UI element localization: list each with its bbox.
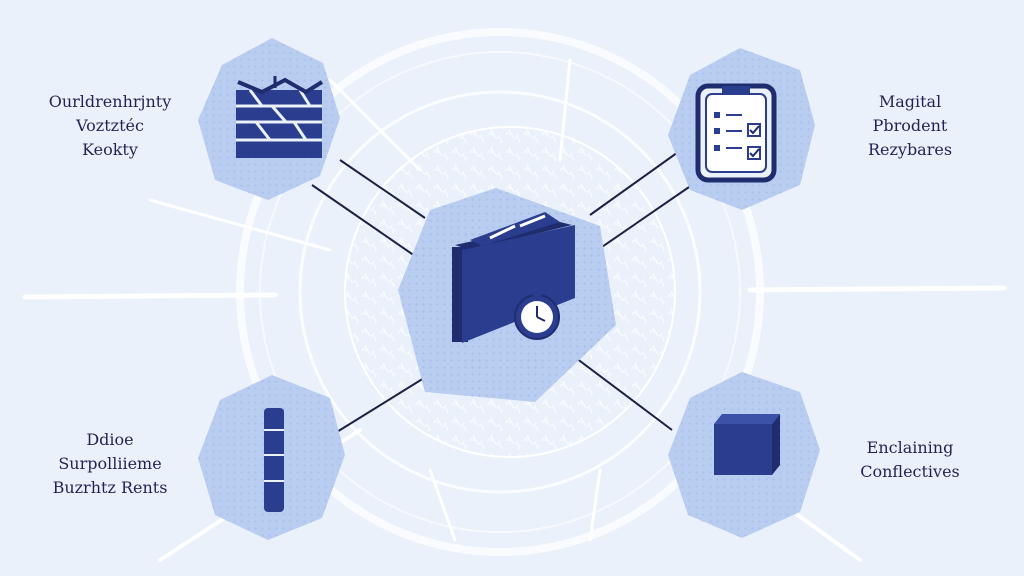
label-line: Magital xyxy=(878,92,942,111)
label-line: Conflectives xyxy=(860,462,960,481)
label-line: Pbrodent xyxy=(872,116,948,135)
label-line: Buzrhtz Rents xyxy=(52,478,168,497)
label-line: Surpolliieme xyxy=(58,454,162,473)
node-bottom-left xyxy=(198,375,345,540)
label-line: Rezybares xyxy=(867,140,953,159)
connector-top-right xyxy=(589,144,689,216)
center-node xyxy=(398,188,616,402)
node-top-right xyxy=(668,48,815,210)
node-label-bottom-left: Ddioe Surpolliieme Buzrhtz Rents xyxy=(10,428,210,500)
connector-bottom-right xyxy=(567,351,673,431)
label-line: Voztztéc xyxy=(76,116,144,135)
connector-top-left-lower xyxy=(311,184,429,266)
label-line: Ddioe xyxy=(86,430,134,449)
document-checklist-icon xyxy=(695,83,777,183)
label-line: Enclaining xyxy=(866,438,954,457)
node-bottom-right xyxy=(668,372,820,538)
interlocked-blocks-icon xyxy=(236,76,324,158)
label-line: Ourldrenhrjnty xyxy=(48,92,172,111)
cube-icon xyxy=(714,414,780,475)
connectors xyxy=(311,144,693,436)
stacked-layers-icon xyxy=(264,408,284,512)
connector-top-left xyxy=(339,159,426,219)
folder-with-stopwatch-icon xyxy=(452,212,575,343)
node-label-top-left: Ourldrenhrjnty Voztztéc Keokty xyxy=(10,90,210,162)
node-top-left xyxy=(198,38,340,200)
node-label-top-right: Magital Pbrodent Rezybares xyxy=(810,90,1010,162)
label-line: Keokty xyxy=(82,140,138,159)
node-label-bottom-right: Enclaining Conflectives xyxy=(810,436,1010,484)
